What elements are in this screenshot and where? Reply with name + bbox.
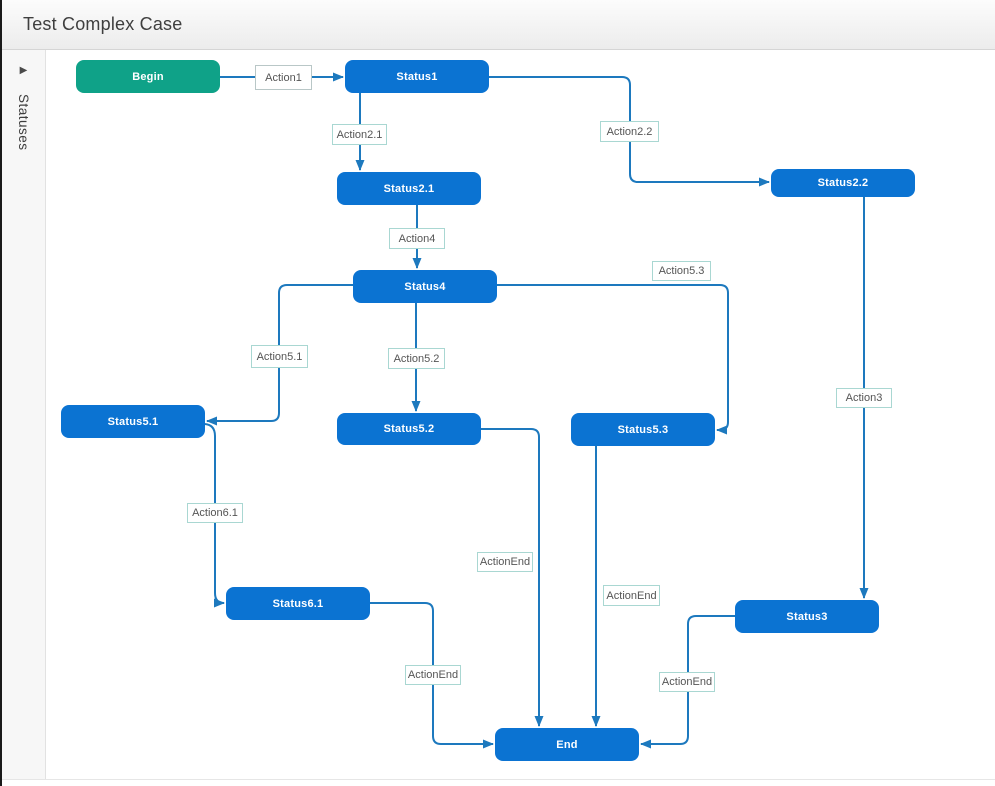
edge-action-label[interactable]: Action3 <box>836 388 892 408</box>
edge-action-label[interactable]: Action5.3 <box>652 261 711 281</box>
edge-action-label[interactable]: ActionEnd <box>405 665 461 685</box>
edge-action-label[interactable]: Action5.2 <box>388 348 445 369</box>
panel-expand-arrow-icon[interactable]: ▶ <box>19 65 28 76</box>
node-status5-3[interactable]: Status5.3 <box>571 413 715 446</box>
node-status4[interactable]: Status4 <box>353 270 497 303</box>
node-status1[interactable]: Status1 <box>345 60 489 93</box>
edge-action-label[interactable]: ActionEnd <box>603 585 660 606</box>
statuses-panel-title: Statuses <box>16 94 31 151</box>
edge-status4-status53[interactable] <box>497 284 729 435</box>
node-status5-1[interactable]: Status5.1 <box>61 405 205 438</box>
page-header: Test Complex Case <box>2 0 995 50</box>
node-status6-1[interactable]: Status6.1 <box>226 587 370 620</box>
edge-status52-end[interactable] <box>481 428 544 727</box>
canvas-bottom-border <box>2 779 995 780</box>
edge-action-label[interactable]: Action4 <box>389 228 445 249</box>
page-title: Test Complex Case <box>23 14 183 34</box>
edge-action-label[interactable]: ActionEnd <box>477 552 533 572</box>
node-status5-2[interactable]: Status5.2 <box>337 413 481 445</box>
edge-action-label[interactable]: Action6.1 <box>187 503 243 523</box>
statuses-panel[interactable]: ▶ Statuses <box>2 50 46 779</box>
node-status3[interactable]: Status3 <box>735 600 879 633</box>
edge-action-label[interactable]: Action2.2 <box>600 121 659 142</box>
node-begin[interactable]: Begin <box>76 60 220 93</box>
edge-action-label[interactable]: Action1 <box>255 65 312 90</box>
node-status2-1[interactable]: Status2.1 <box>337 172 481 205</box>
edge-action-label[interactable]: ActionEnd <box>659 672 715 692</box>
edge-action-label[interactable]: Action5.1 <box>251 345 308 368</box>
node-end[interactable]: End <box>495 728 639 761</box>
node-status2-2[interactable]: Status2.2 <box>771 169 915 197</box>
edge-action-label[interactable]: Action2.1 <box>332 124 387 145</box>
